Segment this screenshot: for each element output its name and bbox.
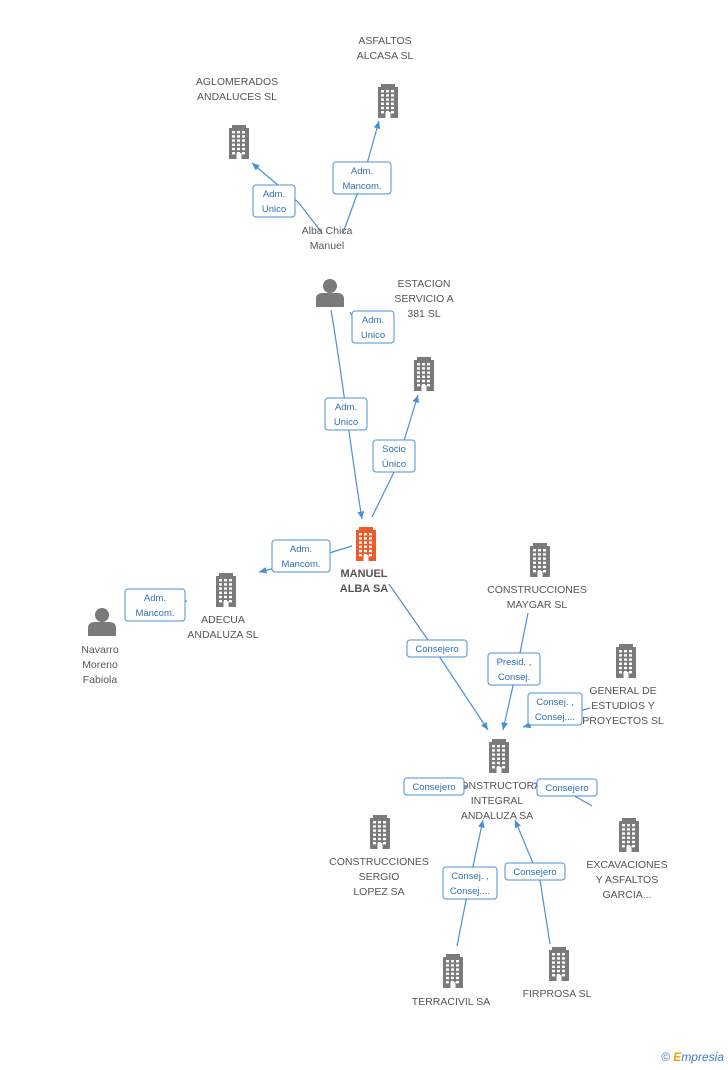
- terracivil-label[interactable]: TERRACIVIL SA: [412, 996, 490, 1008]
- edge-label[interactable]: Consejero: [504, 862, 566, 881]
- adecua-label[interactable]: ADECUA: [201, 614, 245, 626]
- sergio-building-icon[interactable]: [370, 815, 390, 849]
- edge-label-text: Adm.: [362, 315, 384, 326]
- edge-label-text: Único: [382, 459, 406, 470]
- edge-label[interactable]: Consejero: [536, 778, 598, 797]
- adecua-building-icon[interactable]: [216, 573, 236, 607]
- general-building-icon[interactable]: [616, 644, 636, 678]
- edge-firprosa-to-constructora: [514, 819, 551, 945]
- alba_chica-label[interactable]: Manuel: [310, 240, 344, 252]
- edge-label-text: Consej....: [450, 886, 490, 897]
- edge-label[interactable]: Presid. , Consej.: [487, 652, 541, 686]
- alba_chica-label[interactable]: Alba Chica: [302, 225, 353, 237]
- brand-initial: E: [673, 1050, 682, 1064]
- edge-label-text: Consejero: [545, 783, 588, 794]
- excavaciones-label[interactable]: EXCAVACIONES: [586, 859, 667, 871]
- aglomerados-label[interactable]: ANDALUCES SL: [197, 91, 277, 103]
- edge-label-text: Consej. ,: [451, 871, 489, 882]
- alba_chica-person-icon[interactable]: [316, 279, 344, 307]
- estacion-building-icon[interactable]: [414, 357, 434, 391]
- constructora-label[interactable]: CONSTRUCTORA: [453, 780, 541, 792]
- aglomerados-building-icon[interactable]: [229, 125, 249, 159]
- excavaciones-label[interactable]: Y ASFALTOS: [596, 874, 658, 886]
- general-label[interactable]: PROYECTOS SL: [582, 715, 664, 727]
- edge-label[interactable]: Adm. Unico: [252, 184, 296, 218]
- adecua-label[interactable]: ANDALUZA SL: [187, 629, 258, 641]
- estacion-label[interactable]: ESTACION: [398, 278, 451, 290]
- asfaltos-building-icon[interactable]: [378, 84, 398, 118]
- edge-label-text: Mancom.: [135, 608, 174, 619]
- edge-label-text: Unico: [334, 417, 358, 428]
- edge-label[interactable]: Consejero: [403, 777, 465, 796]
- navarro-label[interactable]: Fabiola: [83, 674, 118, 686]
- edge-label-text: Consej.: [498, 672, 530, 683]
- sergio-label[interactable]: CONSTRUCCIONES: [329, 856, 429, 868]
- asfaltos-label[interactable]: ASFALTOS: [358, 35, 411, 47]
- edge-label-text: Unico: [361, 330, 385, 341]
- brand-name: mpresia: [681, 1050, 724, 1064]
- general-label[interactable]: ESTUDIOS Y: [591, 700, 654, 712]
- excavaciones-building-icon[interactable]: [619, 818, 639, 852]
- edge-label[interactable]: Adm. Unico: [351, 310, 395, 344]
- maygar-building-icon[interactable]: [530, 543, 550, 577]
- manuel_alba-building-icon[interactable]: [356, 527, 376, 561]
- edge-label-text: Adm.: [144, 593, 166, 604]
- estacion-label[interactable]: 381 SL: [407, 308, 440, 320]
- estacion-label[interactable]: SERVICIO A: [394, 293, 453, 305]
- asfaltos-label[interactable]: ALCASA SL: [357, 50, 414, 62]
- aglomerados-label[interactable]: AGLOMERADOS: [196, 76, 278, 88]
- navarro-person-icon[interactable]: [88, 608, 116, 636]
- constructora-building-icon[interactable]: [489, 739, 509, 773]
- edge-label-text: Adm.: [351, 166, 373, 177]
- navarro-label[interactable]: Navarro: [81, 644, 119, 656]
- firprosa-label[interactable]: FIRPROSA SL: [523, 988, 592, 1000]
- edge-label-text: Consejero: [513, 867, 556, 878]
- edge-label-text: Adm.: [335, 402, 357, 413]
- edge-label[interactable]: Adm. Mancom.: [271, 539, 331, 573]
- edge-label[interactable]: Adm. Mancom.: [332, 161, 392, 195]
- maygar-label[interactable]: MAYGAR SL: [507, 599, 568, 611]
- edge-alba_chica-to-aglomerados: [251, 162, 323, 234]
- sergio-label[interactable]: SERGIO: [359, 871, 400, 883]
- edge-label[interactable]: Consej. , Consej....: [442, 866, 498, 900]
- empresia-brand: © Empresia: [661, 1050, 724, 1064]
- edge-label-text: Presid. ,: [497, 657, 532, 668]
- edge-label-text: Adm.: [263, 189, 285, 200]
- edge-label[interactable]: Adm. Mancom.: [124, 588, 186, 622]
- edge-label-text: Consejero: [412, 782, 455, 793]
- edge-label-text: Consej....: [535, 712, 575, 723]
- edge-label[interactable]: Consej. , Consej....: [527, 692, 583, 726]
- edge-label-text: Consejero: [415, 644, 458, 655]
- navarro-label[interactable]: Moreno: [82, 659, 118, 671]
- edge-label-text: Adm.: [290, 544, 312, 555]
- excavaciones-label[interactable]: GARCIA...: [602, 889, 651, 901]
- firprosa-building-icon[interactable]: [549, 947, 569, 981]
- edge-label-text: Consej. ,: [536, 697, 574, 708]
- edge-label-text: Mancom.: [342, 181, 381, 192]
- edge-label-text: Mancom.: [281, 559, 320, 570]
- manuel_alba-label[interactable]: ALBA SA: [340, 583, 389, 595]
- edge-label[interactable]: Consejero: [406, 639, 468, 658]
- general-label[interactable]: GENERAL DE: [589, 685, 656, 697]
- constructora-label[interactable]: ANDALUZA SA: [461, 810, 533, 822]
- edge-label-text: Unico: [262, 204, 286, 215]
- manuel_alba-label[interactable]: MANUEL: [340, 568, 387, 580]
- copyright-symbol: ©: [661, 1050, 670, 1064]
- edge-label-text: Socio: [382, 444, 406, 455]
- maygar-label[interactable]: CONSTRUCCIONES: [487, 584, 587, 596]
- edge-label[interactable]: Adm. Unico: [324, 397, 368, 431]
- sergio-label[interactable]: LOPEZ SA: [353, 886, 404, 898]
- constructora-label[interactable]: INTEGRAL: [471, 795, 524, 807]
- terracivil-building-icon[interactable]: [443, 954, 463, 988]
